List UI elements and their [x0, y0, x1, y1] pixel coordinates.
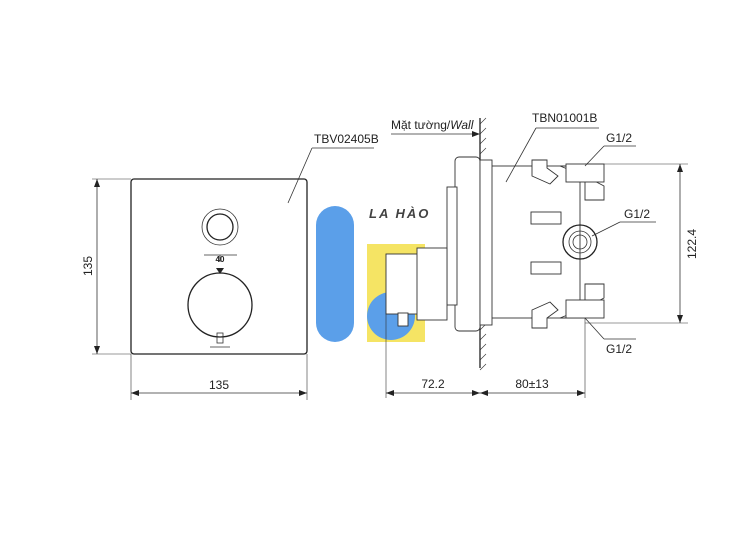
front-height-dim: 135: [81, 256, 95, 276]
front-width-dim: 135: [209, 378, 229, 392]
trim-depth-dim: 72.2: [421, 377, 445, 391]
port-bottom-label: G1/2: [606, 342, 632, 356]
front-model-label: TBV02405B: [314, 132, 379, 146]
front-view: 40 TBV02405B 135 135: [81, 132, 379, 400]
wall-label: Mặt tường/Wall: [391, 118, 474, 132]
port-top-label: G1/2: [606, 131, 632, 145]
side-model-label: TBN01001B: [532, 111, 597, 125]
indicator-value: 40: [216, 255, 225, 264]
cover-plate: [130, 178, 308, 355]
push-button: [201, 208, 239, 246]
body-depth-dim: 80±13: [515, 377, 549, 391]
watermark-text: LA HÀO: [369, 206, 430, 221]
port-center-label: G1/2: [624, 207, 650, 221]
temperature-knob: [187, 272, 253, 338]
side-view: Mặt tường/Wall TBN01001B G1/2: [385, 111, 699, 398]
side-height-dim: 122.4: [685, 229, 699, 259]
